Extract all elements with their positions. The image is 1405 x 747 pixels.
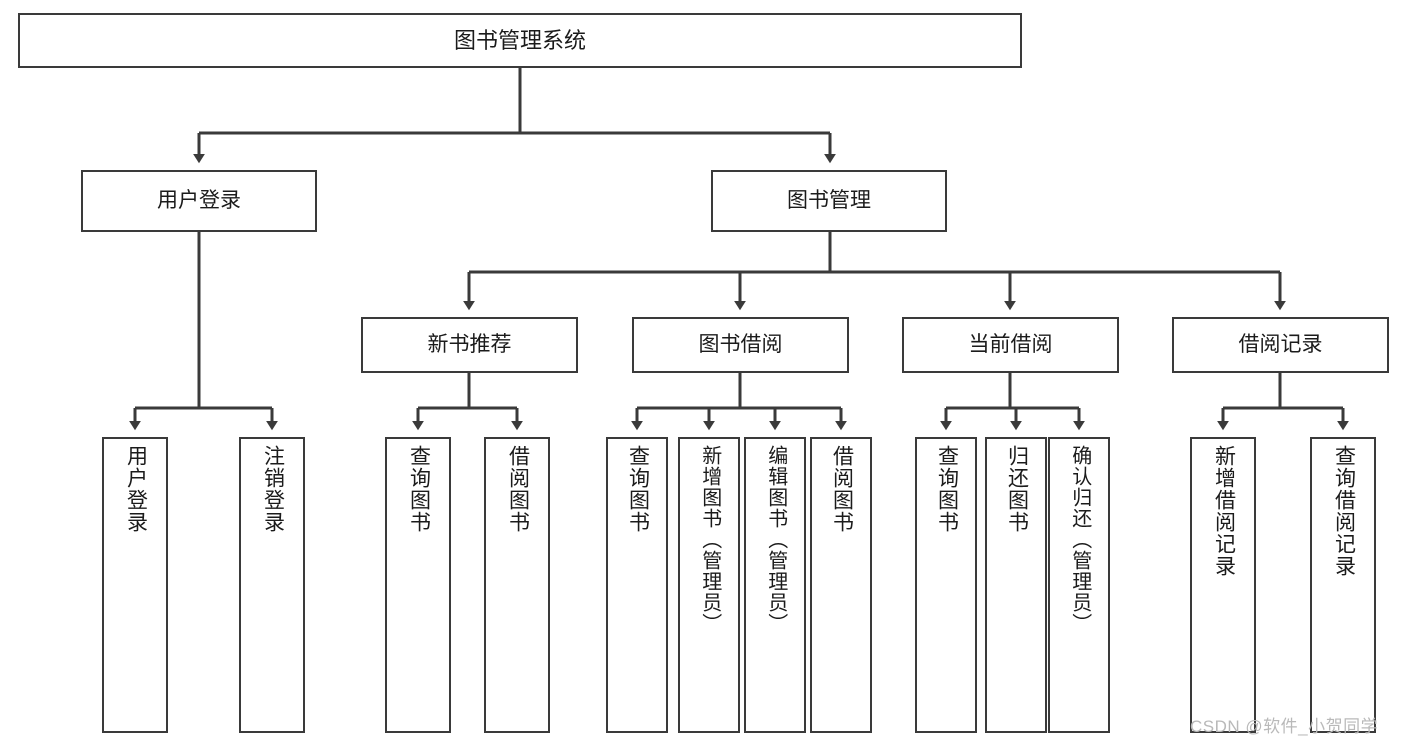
node-book-management[interactable]: 图书管理 — [711, 170, 947, 232]
leaf-edit-book-admin-label: 编辑图书（管理员） — [764, 445, 787, 634]
leaf-query-borrow-record[interactable]: 查询借阅记录 — [1310, 437, 1376, 733]
leaf-edit-book-admin[interactable]: 编辑图书（管理员） — [744, 437, 806, 733]
leaf-add-book-admin-label: 新增图书（管理员） — [698, 445, 721, 634]
leaf-add-book-admin[interactable]: 新增图书（管理员） — [678, 437, 740, 733]
node-new-book-recommend-label: 新书推荐 — [427, 332, 512, 356]
leaf-add-borrow-record-label: 新增借阅记录 — [1212, 445, 1236, 577]
leaf-borrow-book[interactable]: 借阅图书 — [810, 437, 872, 733]
leaf-user-login-label: 用户登录 — [124, 445, 148, 533]
leaf-query-book-borrow-label: 查询图书 — [626, 445, 650, 533]
leaf-query-book-current[interactable]: 查询图书 — [915, 437, 977, 733]
node-user-login[interactable]: 用户登录 — [81, 170, 317, 232]
leaf-confirm-return-admin[interactable]: 确认归还（管理员） — [1048, 437, 1110, 733]
leaf-query-book-borrow[interactable]: 查询图书 — [606, 437, 668, 733]
leaf-return-book[interactable]: 归还图书 — [985, 437, 1047, 733]
node-book-borrow[interactable]: 图书借阅 — [632, 317, 849, 373]
watermark: CSDN @软件_小贺同学 — [1190, 717, 1379, 736]
node-borrow-record-label: 借阅记录 — [1238, 332, 1323, 356]
leaf-borrow-book-label: 借阅图书 — [830, 445, 854, 533]
leaf-confirm-return-admin-label: 确认归还（管理员） — [1068, 445, 1091, 634]
node-book-borrow-label: 图书借阅 — [698, 332, 783, 356]
leaf-query-book-newbook[interactable]: 查询图书 — [385, 437, 451, 733]
leaf-query-book-newbook-label: 查询图书 — [407, 445, 431, 533]
node-current-borrow-label: 当前借阅 — [968, 332, 1053, 356]
leaf-logout-label: 注销登录 — [261, 445, 285, 533]
node-new-book-recommend[interactable]: 新书推荐 — [361, 317, 578, 373]
leaf-query-borrow-record-label: 查询借阅记录 — [1332, 445, 1356, 577]
node-book-management-label: 图书管理 — [787, 188, 871, 212]
leaf-borrow-book-newbook-label: 借阅图书 — [506, 445, 530, 533]
node-root[interactable]: 图书管理系统 — [18, 13, 1022, 68]
node-root-label: 图书管理系统 — [453, 27, 586, 53]
leaf-return-book-label: 归还图书 — [1005, 445, 1029, 533]
leaf-user-login[interactable]: 用户登录 — [102, 437, 168, 733]
leaf-add-borrow-record[interactable]: 新增借阅记录 — [1190, 437, 1256, 733]
leaf-borrow-book-newbook[interactable]: 借阅图书 — [484, 437, 550, 733]
node-current-borrow[interactable]: 当前借阅 — [902, 317, 1119, 373]
node-user-login-label: 用户登录 — [157, 188, 241, 212]
node-borrow-record[interactable]: 借阅记录 — [1172, 317, 1389, 373]
leaf-logout[interactable]: 注销登录 — [239, 437, 305, 733]
leaf-query-book-current-label: 查询图书 — [935, 445, 959, 533]
